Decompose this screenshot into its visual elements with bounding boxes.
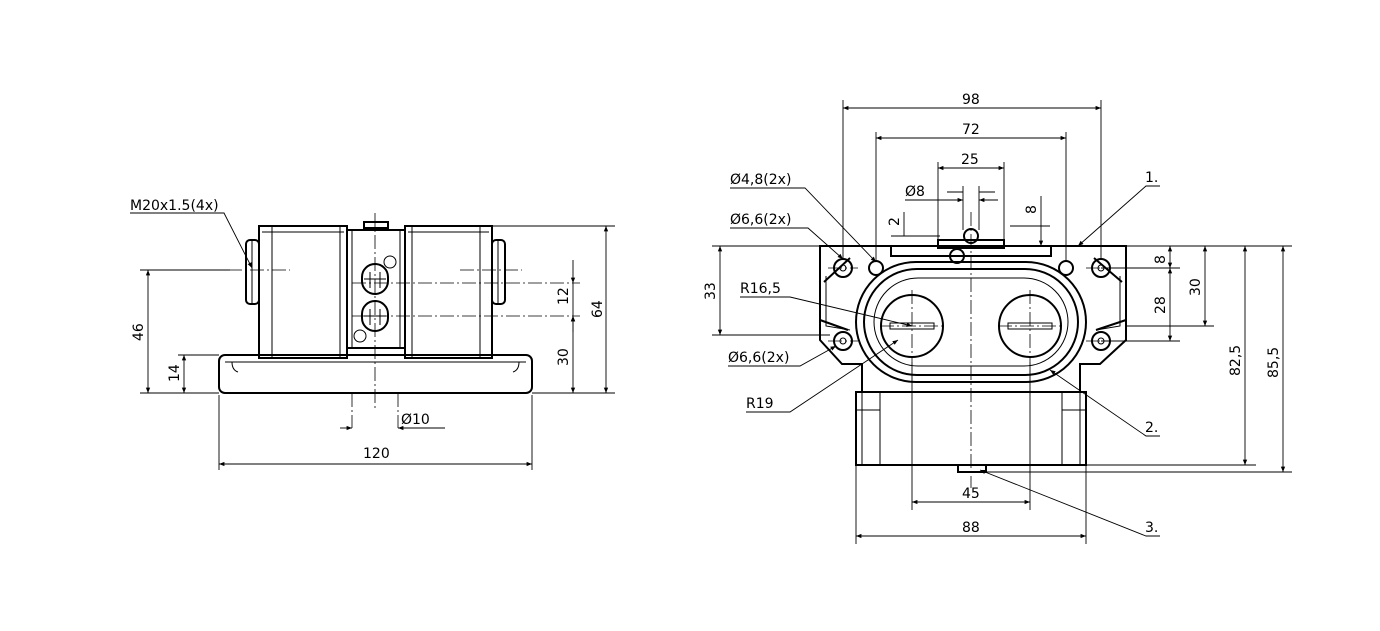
callout-3: 3. [1145,520,1158,536]
dim-98: 98 [962,92,980,108]
front-view [819,212,1127,488]
dim-88: 88 [962,520,980,536]
label-r165: R16,5 [740,281,781,297]
label-d8: Ø8 [905,184,925,200]
front-view-labels: Ø4,8(2x) Ø6,6(2x) R16,5 Ø6,6(2x) R19 1. … [728,170,1160,537]
dim-30-front: 30 [1188,278,1204,296]
label-d66-top: Ø6,6(2x) [730,212,791,228]
dim-8-top: 8 [1024,205,1040,214]
dim-46: 46 [131,323,147,341]
dim-72: 72 [962,122,980,138]
side-view-dimensions: 120 Ø10 46 14 12 30 64 M20x1.5(4x) [130,198,615,470]
callout-2: 2. [1145,420,1158,436]
side-view [218,213,580,428]
dim-30-side: 30 [556,348,572,366]
dim-85-5: 85,5 [1266,347,1282,378]
dim-14: 14 [167,364,183,382]
label-m20: M20x1.5(4x) [130,198,219,214]
label-r19: R19 [746,396,774,412]
dim-45: 45 [962,486,980,502]
label-d10: Ø10 [401,412,430,428]
dim-120: 120 [363,446,390,462]
label-d48: Ø4,8(2x) [730,172,791,188]
dim-64: 64 [590,300,606,318]
label-d66-bottom: Ø6,6(2x) [728,350,789,366]
dim-33: 33 [703,282,719,300]
front-view-dimensions: 98 72 25 Ø8 2 8 33 8 28 [703,92,1292,544]
dim-8-right: 8 [1153,255,1169,264]
dim-12: 12 [556,287,572,305]
dim-2: 2 [887,217,903,226]
callout-1: 1. [1145,170,1158,186]
dim-82-5: 82,5 [1228,345,1244,376]
dim-28: 28 [1153,296,1169,314]
dim-25: 25 [961,152,979,168]
